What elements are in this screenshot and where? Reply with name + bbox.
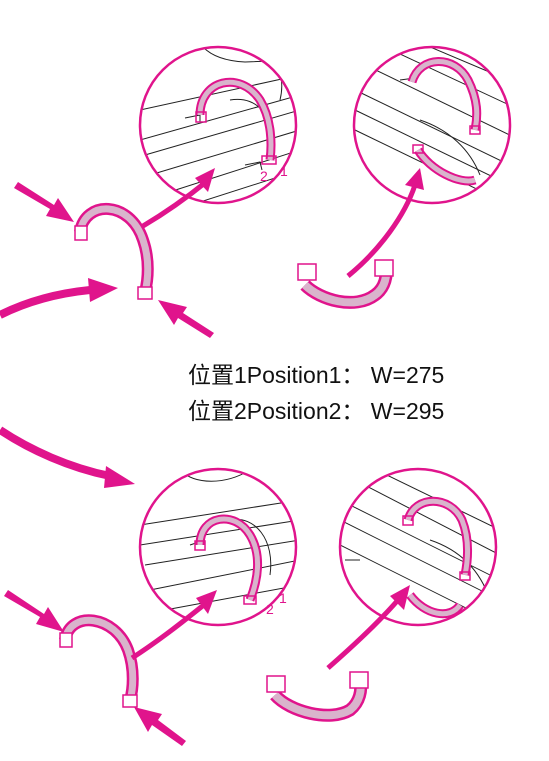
position-2-caption: 位置2Position2： W=295 <box>188 398 445 424</box>
position-1-label: 1 <box>280 163 288 179</box>
position-2-label: 2 <box>260 168 268 184</box>
squeeze-arrow-top-right <box>158 300 214 338</box>
clip-squeezed-top <box>74 202 154 300</box>
position-2-label-bottom: 2 <box>266 601 274 617</box>
clip-in-circle-top-left <box>195 77 277 165</box>
arrows <box>0 168 424 746</box>
sweep-arrow-top <box>0 278 118 319</box>
detail-circle-bottom-right <box>338 467 498 627</box>
clip-in-circle-top-right <box>407 57 482 186</box>
sweep-arrow-bottom <box>0 426 135 488</box>
position-1-caption: 位置1Position1： W=275 <box>188 362 445 388</box>
detail-circle-top-right <box>352 45 512 205</box>
detail-circle-top-left: 2 1 <box>138 45 298 205</box>
clip-loose-bottom <box>266 671 369 722</box>
detail-circle-bottom-left: 2 1 <box>138 467 298 627</box>
arrow-to-top-detail <box>141 168 215 229</box>
squeeze-arrow-bottom-left <box>4 590 64 632</box>
position-1-label-bottom: 1 <box>279 590 287 606</box>
arrow-to-bottom-detail <box>130 590 217 661</box>
arrow-to-bottom-right-detail <box>326 585 410 670</box>
squeeze-arrow-top-left <box>14 182 74 222</box>
clip-in-circle-bottom-left <box>194 514 263 605</box>
clip-in-circle-bottom-right <box>402 496 473 619</box>
clip-loose-top <box>297 259 394 309</box>
clip-squeezed-bottom <box>59 614 139 708</box>
arrow-to-top-right-detail <box>346 168 424 278</box>
squeeze-arrow-bottom-right <box>134 707 186 746</box>
